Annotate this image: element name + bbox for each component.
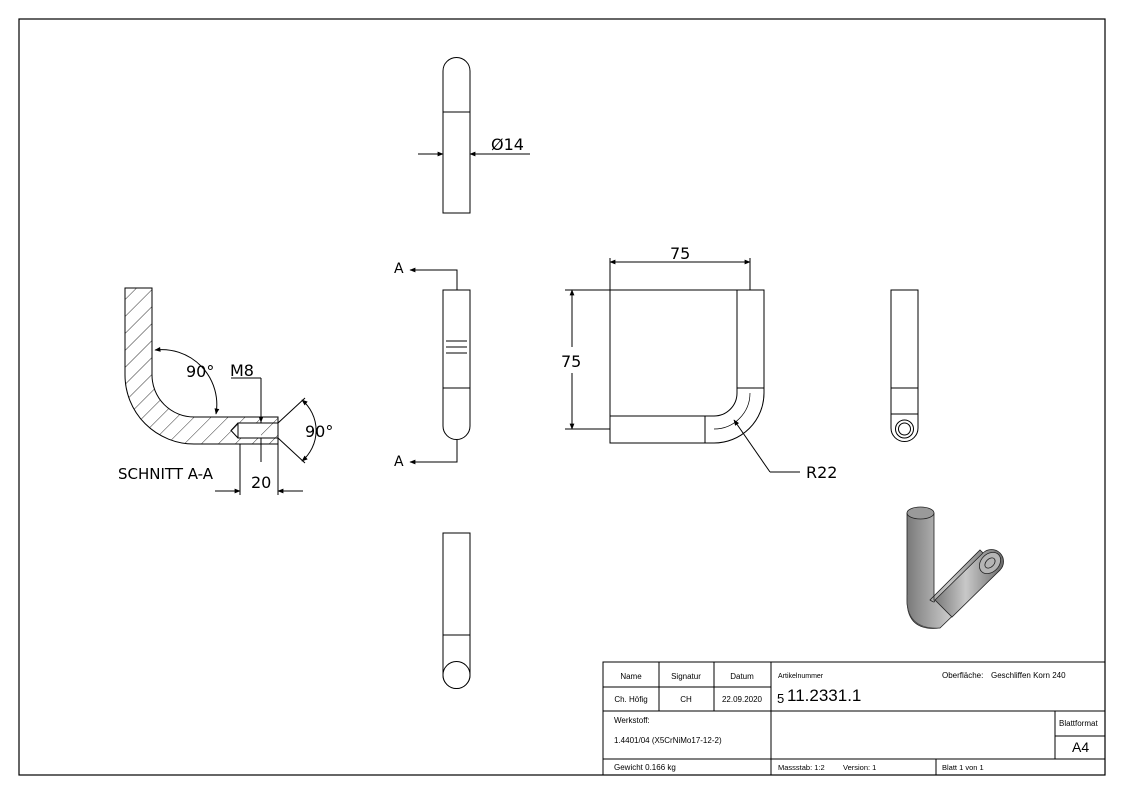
- section-view: [124, 287, 317, 495]
- artikel-label: Artikelnummer: [778, 673, 824, 680]
- right-view: [890, 289, 919, 442]
- name-header: Name: [620, 672, 642, 681]
- werkstoff-label: Werkstoff:: [614, 716, 650, 725]
- radius-dimension: R22: [806, 463, 837, 482]
- chamfer-angle-label: 90°: [305, 422, 333, 441]
- weight-label: Gewicht 0.166 kg: [614, 763, 676, 772]
- surface-label: Oberfläche:: [942, 671, 983, 680]
- section-marker-bottom: A: [394, 454, 404, 470]
- datum-header: Datum: [730, 672, 754, 681]
- werkstoff-value: 1.4401/04 (X5CrNiMo17-12-2): [614, 736, 722, 745]
- sheet-number-label: Blatt 1 von 1: [942, 763, 984, 772]
- isometric-view: [906, 506, 1004, 629]
- section-caption: SCHNITT A-A: [118, 465, 214, 483]
- sheet-border: [18, 18, 1106, 776]
- side-view: [409, 267, 471, 465]
- signatur-header: Signatur: [671, 672, 701, 681]
- title-block: [602, 661, 1106, 776]
- front-view: [565, 258, 800, 473]
- top-view: [418, 57, 530, 214]
- blattformat-value: A4: [1072, 739, 1089, 755]
- version-label: Version: 1: [843, 763, 876, 772]
- blattformat-label: Blattformat: [1059, 719, 1098, 728]
- section-marker-top: A: [394, 261, 404, 277]
- datum-value: 22.09.2020: [722, 695, 763, 704]
- scale-label: Massstab: 1:2: [778, 763, 825, 772]
- section-angle-label: 90°: [186, 362, 214, 381]
- width-dimension: 75: [670, 244, 690, 263]
- bottom-view: [442, 532, 471, 689]
- artikel-prefix: 5: [777, 691, 784, 706]
- thread-label: M8: [230, 361, 254, 380]
- height-dimension: 75: [561, 352, 581, 371]
- name-value: Ch. Höfig: [614, 695, 647, 704]
- signatur-value: CH: [680, 695, 692, 704]
- surface-value: Geschliffen Korn 240: [991, 671, 1066, 680]
- diameter-dimension: Ø14: [491, 135, 524, 154]
- artikel-number: 11.2331.1: [787, 686, 861, 705]
- depth-dimension: 20: [251, 473, 271, 492]
